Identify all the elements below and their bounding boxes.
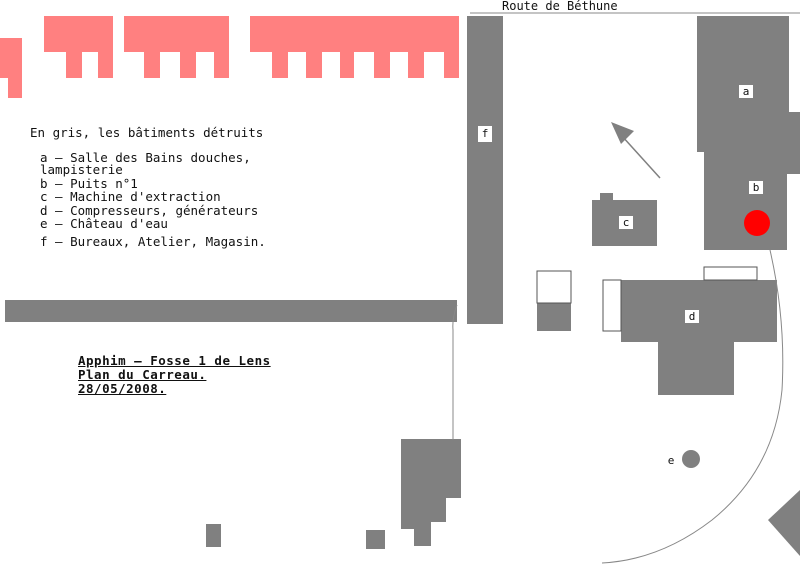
wall-west xyxy=(5,300,457,322)
building-a-annex xyxy=(786,112,800,174)
label-a: a xyxy=(739,85,753,98)
legend-item-c: c – Machine d'extraction xyxy=(40,189,221,204)
title-line-2: Plan du Carreau. xyxy=(78,367,207,382)
building-d xyxy=(621,280,777,395)
existing-buildings xyxy=(0,16,459,98)
building-south xyxy=(401,439,461,546)
small-block-1 xyxy=(206,524,221,547)
north-arrow-icon xyxy=(611,122,661,179)
building-b xyxy=(704,150,787,250)
legend-item-d: d – Compresseurs, générateurs xyxy=(40,203,259,218)
building-e xyxy=(682,450,700,468)
building-c-cap xyxy=(600,193,613,201)
building-d-annex xyxy=(703,266,758,281)
label-d: d xyxy=(685,310,699,323)
legend-item-e: e – Château d'eau xyxy=(40,216,168,231)
small-block-2 xyxy=(366,530,385,549)
east-boundary xyxy=(601,249,784,564)
small-building-upper-outline xyxy=(536,270,572,304)
building-f xyxy=(467,16,503,324)
corner-block xyxy=(768,490,800,556)
label-f: f xyxy=(478,126,492,142)
west-boundary xyxy=(452,304,458,440)
existing-building-3 xyxy=(250,16,459,78)
existing-building-west xyxy=(0,38,22,98)
legend-item-a: a – Salle des Bains douches, xyxy=(40,150,251,165)
destroyed-buildings xyxy=(5,16,800,556)
shaft-marker xyxy=(744,210,770,236)
site-boundary xyxy=(452,12,800,564)
legend-heading: En gris, les bâtiments détruits xyxy=(30,125,264,140)
building-a xyxy=(697,16,789,152)
label-e: e xyxy=(665,454,677,467)
legend-item-a-cont: lampisterie xyxy=(40,162,123,177)
outlined-buildings xyxy=(536,266,758,332)
road-label: Route de Béthune xyxy=(502,0,618,13)
small-building-lower xyxy=(537,303,571,331)
existing-building-1 xyxy=(44,16,113,78)
building-d-west-annex xyxy=(602,279,622,332)
legend-item-b: b – Puits n°1 xyxy=(40,176,138,191)
legend-item-f: f – Bureaux, Atelier, Magasin. xyxy=(40,234,266,249)
label-b: b xyxy=(749,181,763,194)
label-c: c xyxy=(619,216,633,229)
existing-building-2 xyxy=(124,16,229,78)
title-line-1: Apphim – Fosse 1 de Lens xyxy=(78,353,271,368)
title-line-3: 28/05/2008. xyxy=(78,381,167,396)
